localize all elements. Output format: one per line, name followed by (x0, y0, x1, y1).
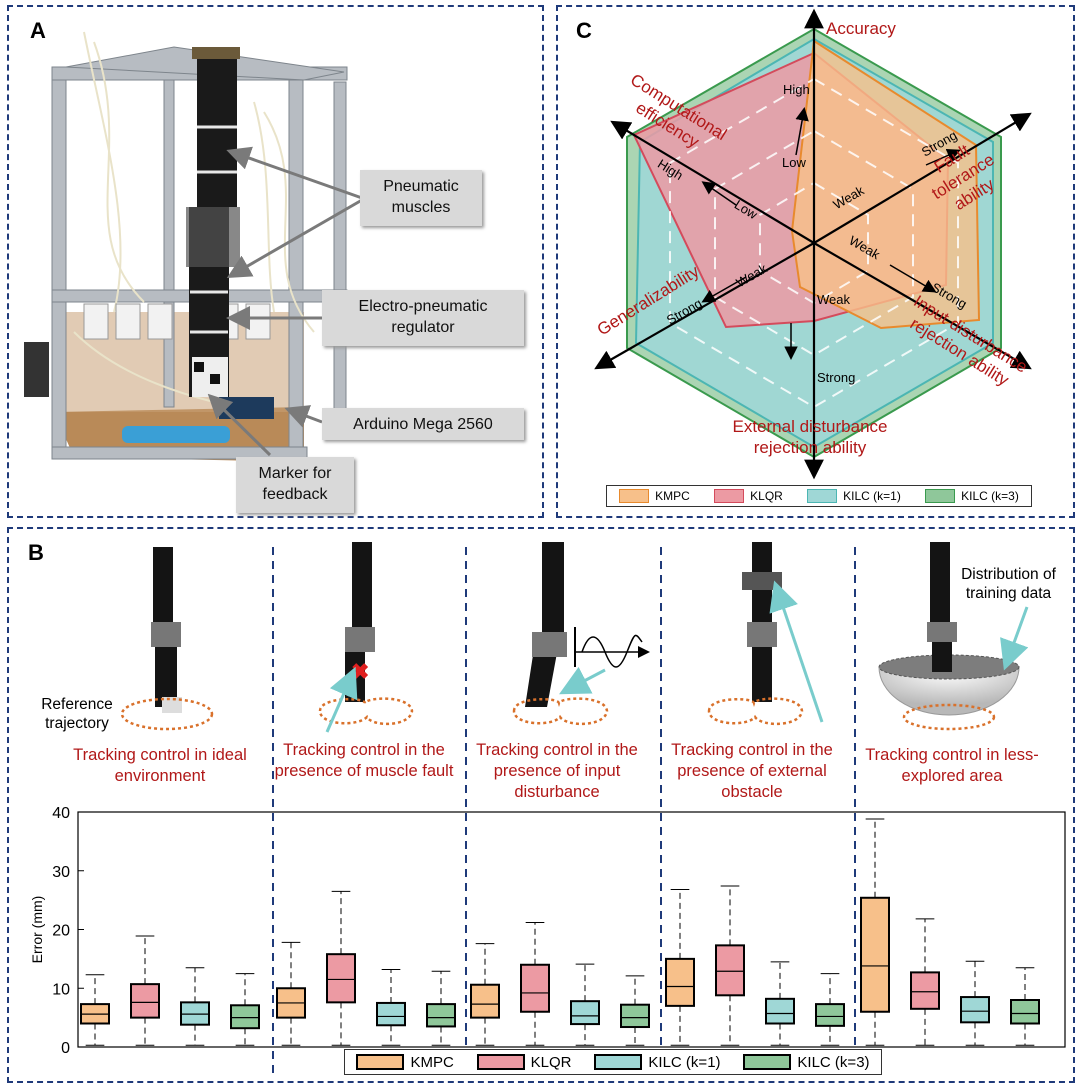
boxplot-legend: KMPC KLQR KILC (k=1) KILC (k=3) (344, 1049, 882, 1075)
box-kilc-k-3--2 (426, 1003, 456, 1028)
box-kmpc-3 (470, 983, 500, 1019)
y-tick-label: 20 (52, 923, 70, 940)
y-tick-label: 10 (52, 981, 70, 998)
box-klqr-3 (520, 963, 550, 1013)
caption-less-explored: Tracking control in less-explored area (865, 746, 1039, 785)
callout-regulator: Electro-pneumatic regulator (322, 290, 524, 346)
radar-axis-external-disturbance: External disturbance rejection ability (732, 417, 888, 457)
radar-label-weak-external: Weak (817, 292, 850, 307)
radar-legend-kmpc: KMPC (619, 489, 690, 503)
box-kilc-k-1--2 (376, 1001, 406, 1027)
radar-label-strong-external: Strong (817, 370, 856, 385)
y-tick-label: 40 (52, 805, 70, 822)
caption-muscle-fault: Tracking control in the presence of musc… (274, 741, 454, 780)
caption-external-obstacle: Tracking control in the presence of exte… (671, 741, 833, 801)
caption-ideal: Tracking control in ideal environment (73, 746, 247, 785)
panel-c-label: C (576, 18, 592, 43)
boxplot-legend-kilc3: KILC (k=3) (743, 1054, 870, 1071)
callout-arduino: Arduino Mega 2560 (322, 408, 524, 440)
box-kmpc-4 (665, 957, 695, 1007)
box-kilc-k-1--5 (960, 996, 990, 1024)
boxplot-legend-kmpc: KMPC (356, 1054, 454, 1071)
box-kmpc-5 (860, 896, 890, 1013)
y-tick-label: 30 (52, 864, 70, 881)
panel-b (7, 527, 1075, 1083)
box-klqr-4 (715, 944, 745, 997)
box-kilc-k-1--3 (570, 1000, 600, 1026)
radar-legend-klqr: KLQR (714, 489, 783, 503)
radar-axis-accuracy: Accuracy (826, 19, 896, 38)
box-kilc-k-1--4 (765, 997, 795, 1025)
radar-label-high-1: High (783, 82, 810, 97)
reference-trajectory-label: Reference trajectory (41, 696, 113, 732)
radar-legend: KMPC KLQR KILC (k=1) KILC (k=3) (606, 485, 1032, 507)
panel-a-label: A (30, 18, 46, 43)
boxplot-legend-kilc1: KILC (k=1) (594, 1054, 721, 1071)
radar-legend-kilc3: KILC (k=3) (925, 489, 1019, 503)
box-klqr-2 (326, 953, 356, 1004)
box-kilc-k-3--5 (1010, 999, 1040, 1025)
callout-pneumatic-muscles: Pneumatic muscles (360, 170, 482, 226)
panel-c (556, 5, 1075, 518)
box-kilc-k-3--1 (230, 1004, 260, 1030)
y-tick-label: 0 (61, 1040, 70, 1057)
box-kilc-k-3--3 (620, 1003, 650, 1029)
boxplot-legend-klqr: KLQR (476, 1054, 572, 1071)
box-kilc-k-3--4 (815, 1003, 845, 1027)
caption-input-disturbance: Tracking control in the presence of inpu… (476, 741, 638, 801)
radar-label-low-1: Low (782, 155, 806, 170)
box-klqr-5 (910, 971, 940, 1010)
callout-marker: Marker for feedback (236, 457, 354, 513)
panel-b-label: B (28, 540, 44, 565)
box-klqr-1 (130, 983, 160, 1019)
training-distribution-label: Distribution of training data (961, 566, 1056, 602)
radar-legend-kilc1: KILC (k=1) (807, 489, 901, 503)
scenario-illustrations: ✖ (120, 542, 1029, 1077)
radar-chart (594, 8, 1032, 480)
panel-a (7, 5, 544, 518)
y-axis-label: Error (mm) (29, 896, 45, 964)
